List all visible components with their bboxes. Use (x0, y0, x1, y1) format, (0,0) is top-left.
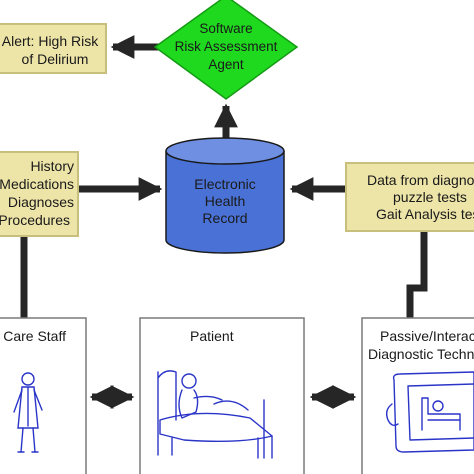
history-box: History Medications Diagnoses Procedures (0, 151, 79, 237)
care-staff-panel: Care Staff (0, 317, 87, 474)
ehr-cylinder: Electronic Health Record (165, 137, 285, 254)
connectors (20, 35, 428, 409)
agent-line-1: Software (199, 21, 252, 36)
alert-line-2: of Delirium (22, 51, 89, 67)
diagnostics-data-box: Data from diagnostic puzzle tests Gait A… (345, 162, 474, 232)
agent-line-2: Risk Assessment (175, 39, 278, 54)
tech-line-1: Passive/Interactive (380, 328, 474, 344)
risk-agent-diamond: Software Risk Assessment Agent (153, 0, 299, 100)
history-line-3: Diagnoses (8, 194, 74, 210)
patient-in-bed-icon (157, 370, 273, 459)
patient-panel: Patient (139, 317, 305, 474)
diagnostic-tech-panel: Passive/Interactive Diagnostic Technolog… (361, 317, 474, 474)
history-line-2: Medications (0, 176, 74, 192)
ehr-line-2: Health (205, 193, 245, 209)
diagnostics-line-3: Gait Analysis tests (376, 206, 474, 222)
diagnostics-line-2: puzzle tests (393, 189, 467, 205)
patient-label: Patient (190, 328, 234, 344)
tech-to-diagnostics-line (406, 232, 428, 318)
ehr-line-1: Electronic (194, 176, 255, 192)
staff-figure-icon (13, 372, 43, 453)
ehr-line-3: Record (202, 210, 247, 226)
alert-line-1: Alert: High Risk (2, 33, 99, 49)
tech-line-2: Diagnostic Technology (368, 346, 474, 362)
tablet-device-icon (385, 371, 474, 453)
care-staff-label: Care Staff (3, 328, 66, 344)
history-line-1: History (30, 158, 74, 174)
agent-line-3: Agent (208, 57, 244, 72)
alert-box: Alert: High Risk of Delirium (0, 23, 107, 74)
history-line-4: Procedures (0, 212, 70, 228)
diagnostics-line-1: Data from diagnostic (367, 172, 474, 188)
